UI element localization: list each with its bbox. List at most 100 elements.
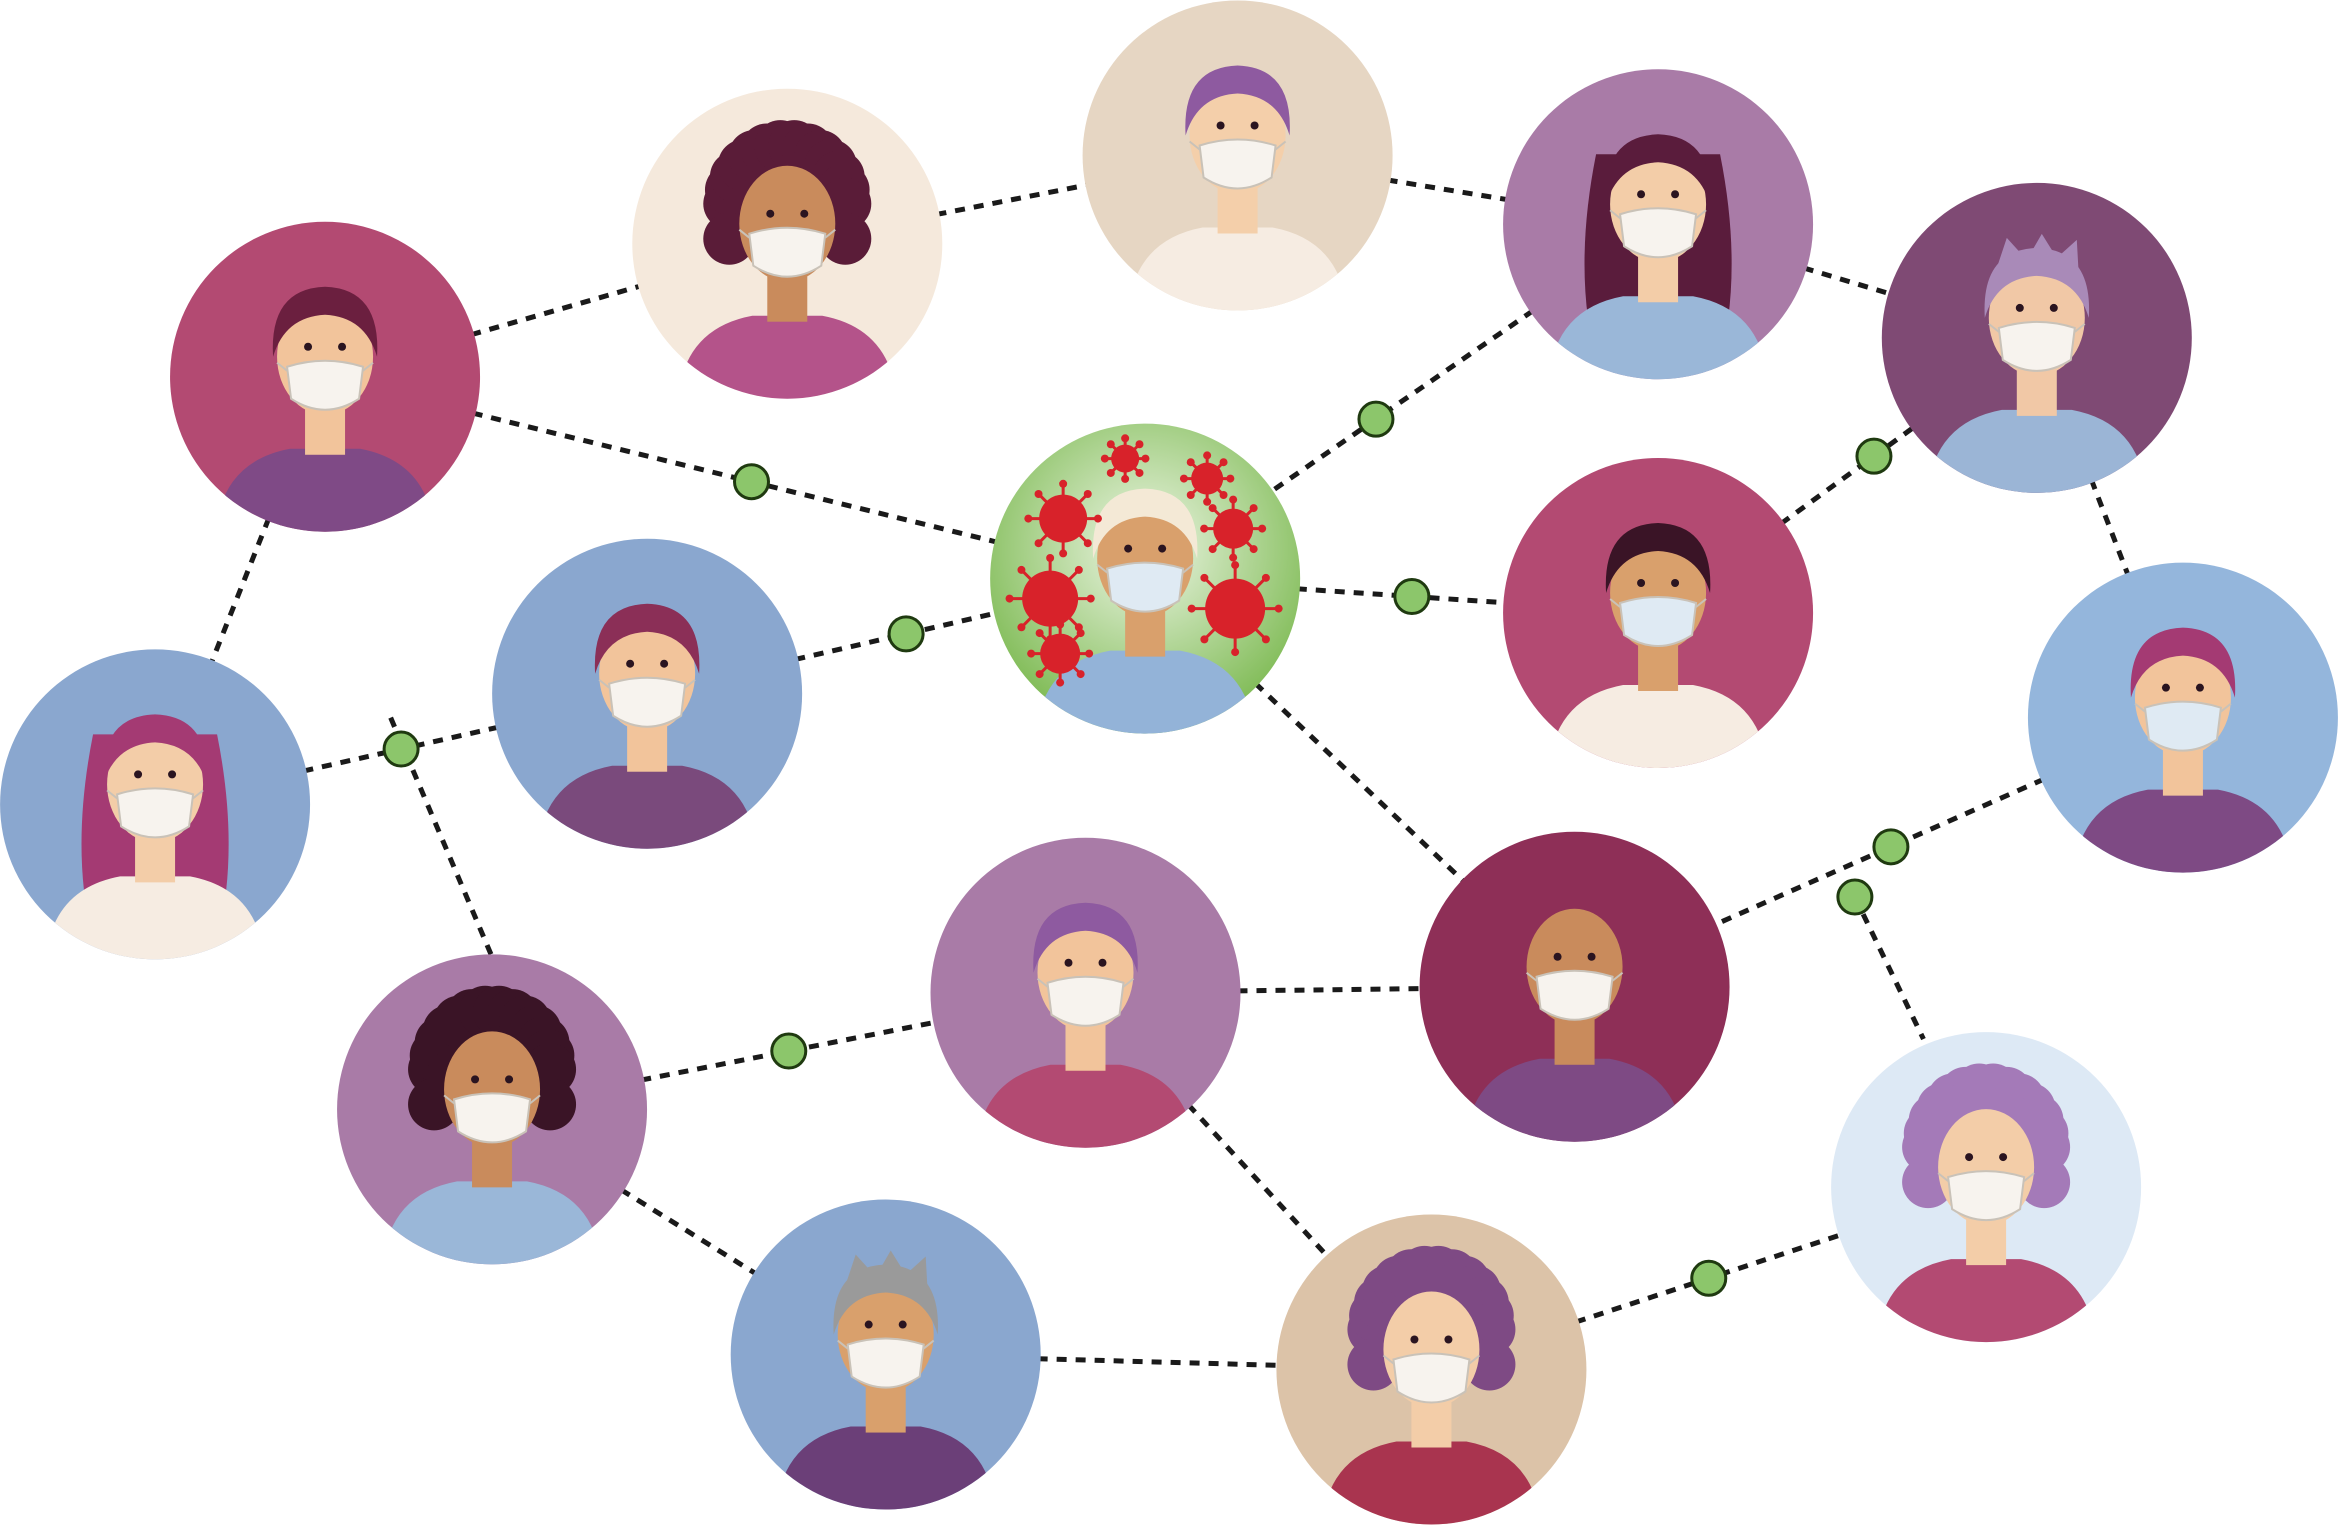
face-mask-icon <box>1997 320 2076 372</box>
avatar-figure <box>45 714 266 960</box>
person-bald <box>1419 831 1730 1142</box>
contact-dot-1 <box>1357 400 1395 438</box>
avatar-figure <box>1548 522 1769 768</box>
person-dark-hair <box>1503 457 1814 768</box>
person-spiky <box>1881 182 2192 493</box>
person-lilac-curly <box>1831 1032 2142 1343</box>
contact-dot-9 <box>1836 878 1874 916</box>
eye <box>168 770 177 779</box>
face-mask-icon <box>1535 969 1614 1021</box>
shirt <box>775 1426 996 1510</box>
face-mask-icon <box>1947 1170 2026 1221</box>
face-mask-icon <box>1046 975 1125 1027</box>
link-p-lilac-glasses-p-ponytail <box>1237 153 1659 227</box>
person-curly-bottom <box>337 954 648 1265</box>
mask-strap <box>1988 323 2000 333</box>
shirt <box>1035 650 1256 734</box>
virus-icon <box>1027 620 1094 687</box>
eye <box>1098 958 1107 967</box>
mask-strap <box>1096 563 1108 574</box>
avatar-figure <box>975 902 1196 1148</box>
mask-strap <box>738 228 750 239</box>
neck <box>472 1139 513 1188</box>
virus-icon <box>1005 554 1095 644</box>
face-mask-icon <box>1106 561 1185 613</box>
eye <box>134 770 143 779</box>
eye <box>1637 578 1646 587</box>
eye <box>2161 683 2170 692</box>
mask-strap <box>824 228 836 239</box>
neck <box>767 273 808 322</box>
mask-strap <box>2220 702 2232 713</box>
avatar-figure <box>775 1250 996 1510</box>
eye <box>1671 578 1680 587</box>
mask-strap <box>529 1094 541 1105</box>
eye <box>1216 121 1225 130</box>
person-hoodie <box>492 538 803 849</box>
mask-strap <box>1182 563 1194 574</box>
shirt <box>45 876 266 960</box>
hair-top <box>272 286 378 357</box>
eye <box>2195 683 2204 692</box>
eye <box>864 1320 873 1329</box>
mask-strap <box>362 361 374 372</box>
mask-strap <box>2023 1172 2035 1182</box>
shirt <box>1127 227 1348 311</box>
eye <box>471 1075 480 1084</box>
face-mask-icon <box>2143 700 2223 752</box>
eye <box>1965 1153 1974 1162</box>
eye <box>660 659 669 668</box>
avatar-figure <box>1926 233 2147 493</box>
mask-strap <box>1609 209 1621 220</box>
avatar-figure <box>677 120 898 399</box>
eye <box>304 342 313 351</box>
contact-dot-3 <box>1393 577 1431 615</box>
mask-strap <box>1274 140 1287 151</box>
person-curly-top <box>632 88 943 399</box>
avatar-figure <box>1548 134 1769 380</box>
eye <box>1158 544 1167 553</box>
person-beard <box>930 837 1241 1148</box>
virus-icon <box>1187 561 1283 657</box>
mask-strap <box>276 361 288 372</box>
contact-dots <box>382 400 1910 1297</box>
link-branch-1 <box>1852 895 1926 1041</box>
eye <box>1444 1335 1453 1344</box>
face-mask-icon <box>1618 596 1698 647</box>
eye <box>505 1075 514 1084</box>
person-red-glasses <box>170 221 481 532</box>
shirt <box>677 315 898 399</box>
eye <box>1999 1153 2008 1162</box>
mask-strap <box>1609 598 1621 608</box>
mask-strap <box>923 1339 935 1350</box>
person-striped <box>1276 1214 1587 1525</box>
hair-top <box>2130 627 2236 698</box>
mask-strap <box>837 1339 849 1350</box>
eye <box>1250 121 1259 130</box>
avatar-figure <box>537 603 758 849</box>
avatar-figure <box>382 985 603 1265</box>
hair-top <box>1605 522 1711 593</box>
contact-dot-2 <box>887 615 925 653</box>
contact-dot-0 <box>733 463 770 501</box>
mask-strap <box>1611 971 1624 982</box>
eye <box>898 1320 907 1329</box>
face-mask-icon <box>452 1092 532 1144</box>
eye <box>626 659 635 668</box>
shirt <box>1464 1058 1685 1142</box>
shirt <box>975 1064 1196 1148</box>
mask-strap <box>1695 598 1707 608</box>
mask-strap <box>1525 971 1538 982</box>
mask-strap <box>1122 977 1135 988</box>
hair-top <box>102 714 208 785</box>
face-mask-icon <box>1392 1352 1471 1404</box>
mask-strap <box>1695 209 1707 220</box>
eye <box>800 209 809 218</box>
avatar-figure <box>1127 65 1348 311</box>
mask-strap <box>1036 977 1049 988</box>
shirt <box>537 765 758 849</box>
face-mask-icon <box>285 359 365 411</box>
face-mask-icon <box>1198 138 1277 190</box>
